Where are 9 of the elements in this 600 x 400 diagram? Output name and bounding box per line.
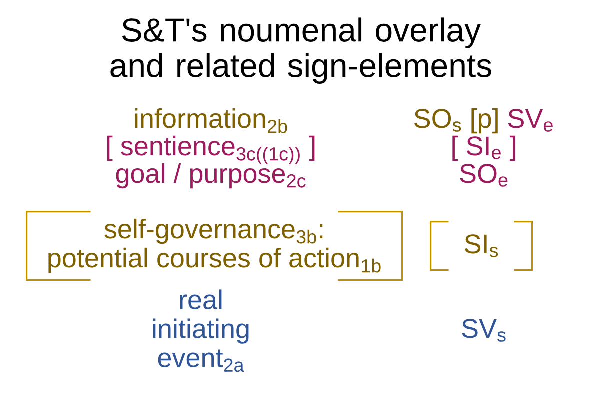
term-label: SV$_{s}$ — [462, 319, 506, 342]
term-label: [ SI$_{e}$ ] — [452, 136, 516, 162]
term-label: SO$_{s}$ [p] — [414, 108, 498, 134]
bracketed-text: SI$_{s}$ — [430, 221, 533, 271]
term-label: SO$_{e}$ — [460, 164, 508, 187]
bracketed-text: self-governance$_{3b}$: potential courses of action$_{1b}$ — [26, 211, 403, 281]
title: S&T's noumenal overlay and related sign-elements — [110, 18, 492, 84]
term-label: SV$_{e}$ — [508, 109, 553, 132]
term-label: information$_{2b}$ — [135, 108, 288, 134]
